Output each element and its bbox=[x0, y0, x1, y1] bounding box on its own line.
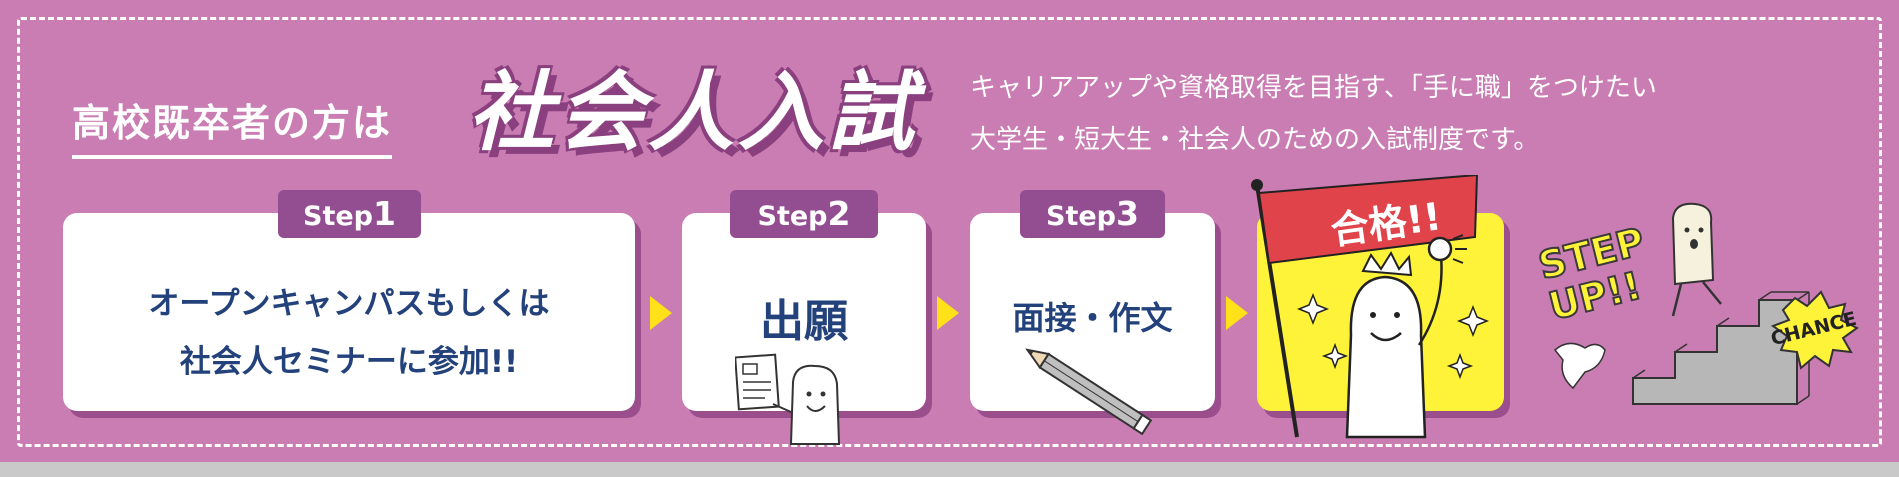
description: キャリアアップや資格取得を目指す、「手に職」をつけたい 大学生・短大生・社会人の… bbox=[970, 62, 1730, 166]
arrow-right-icon bbox=[1226, 296, 1248, 330]
subtitle: 高校既卒者の方は bbox=[72, 92, 393, 159]
application-form-character-icon bbox=[735, 353, 841, 445]
step-1-text-line-1: オープンキャンパスもしくは bbox=[148, 286, 550, 322]
step-3-text: 面接・作文 bbox=[1012, 299, 1173, 337]
description-line-2: 大学生・短大生・社会人のための入試制度です。 bbox=[970, 125, 1540, 155]
description-line-1: キャリアアップや資格取得を目指す、「手に職」をつけたい bbox=[970, 73, 1657, 103]
step-3-tab-label: Step bbox=[1046, 201, 1117, 232]
step-2-tab-number: 2 bbox=[827, 194, 851, 233]
step-3-card bbox=[970, 213, 1215, 411]
arrow-right-icon bbox=[937, 296, 959, 330]
page-title: 社会人入試 bbox=[468, 63, 918, 163]
step-1-text: オープンキャンパスもしくは 社会人セミナーに参加!! bbox=[63, 275, 635, 391]
pencil-icon bbox=[1025, 348, 1153, 436]
step-2-tab-label: Step bbox=[757, 201, 828, 232]
step-3-tab-number: 3 bbox=[1116, 194, 1139, 233]
step-3-tab: Step3 bbox=[1020, 190, 1165, 238]
pass-flag-character-icon bbox=[1251, 175, 1490, 439]
banner-shadow bbox=[0, 462, 1899, 477]
step-1-tab-label: Step bbox=[303, 201, 374, 232]
step-1-tab: Step1 bbox=[278, 190, 421, 238]
step-1-text-line-2: 社会人セミナーに参加!! bbox=[179, 344, 519, 380]
step-2-tab: Step2 bbox=[730, 190, 878, 238]
dashed-frame bbox=[17, 17, 1882, 447]
arrow-right-icon bbox=[650, 296, 672, 330]
step-1-card bbox=[63, 213, 635, 411]
step-1-tab-number: 1 bbox=[373, 194, 396, 233]
stairs-character-icon bbox=[1553, 202, 1859, 405]
step-2-text: 出願 bbox=[760, 296, 848, 347]
